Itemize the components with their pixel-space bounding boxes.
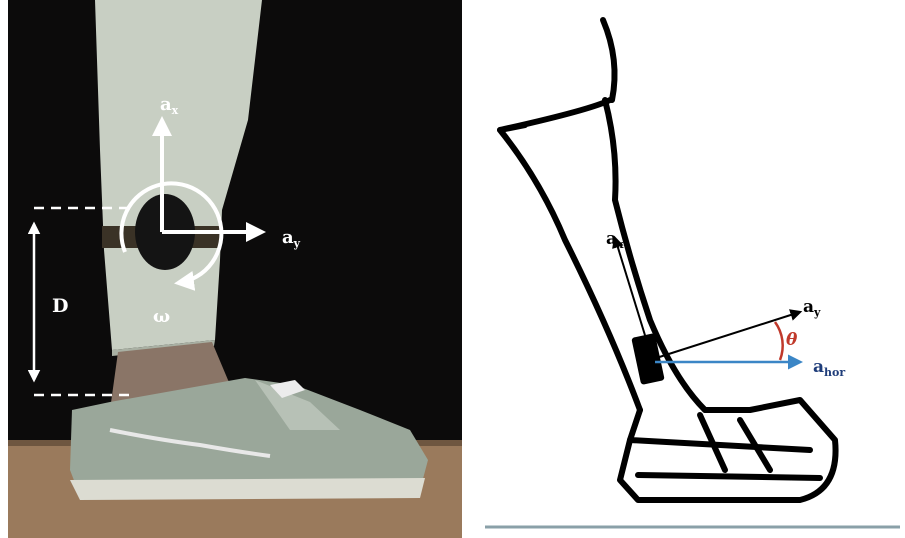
photo-illustration: ax ay D ω (0, 0, 470, 538)
shoe-sole (70, 478, 425, 500)
distance-label: D (52, 295, 68, 317)
horizontal-accel-label: ahor (813, 357, 845, 379)
sketch-ay-label: ay (803, 297, 821, 319)
sketch-illustration: ax ay θ ahor (470, 0, 905, 538)
sketch-panel: ax ay θ ahor (470, 0, 905, 538)
leg-outline (500, 20, 836, 500)
angular-velocity-label: ω (153, 306, 170, 327)
angle-arc (775, 322, 783, 360)
angle-label: θ (786, 330, 798, 350)
photo-panel: ax ay D ω (0, 0, 470, 538)
accel-y-arrow (650, 312, 800, 360)
